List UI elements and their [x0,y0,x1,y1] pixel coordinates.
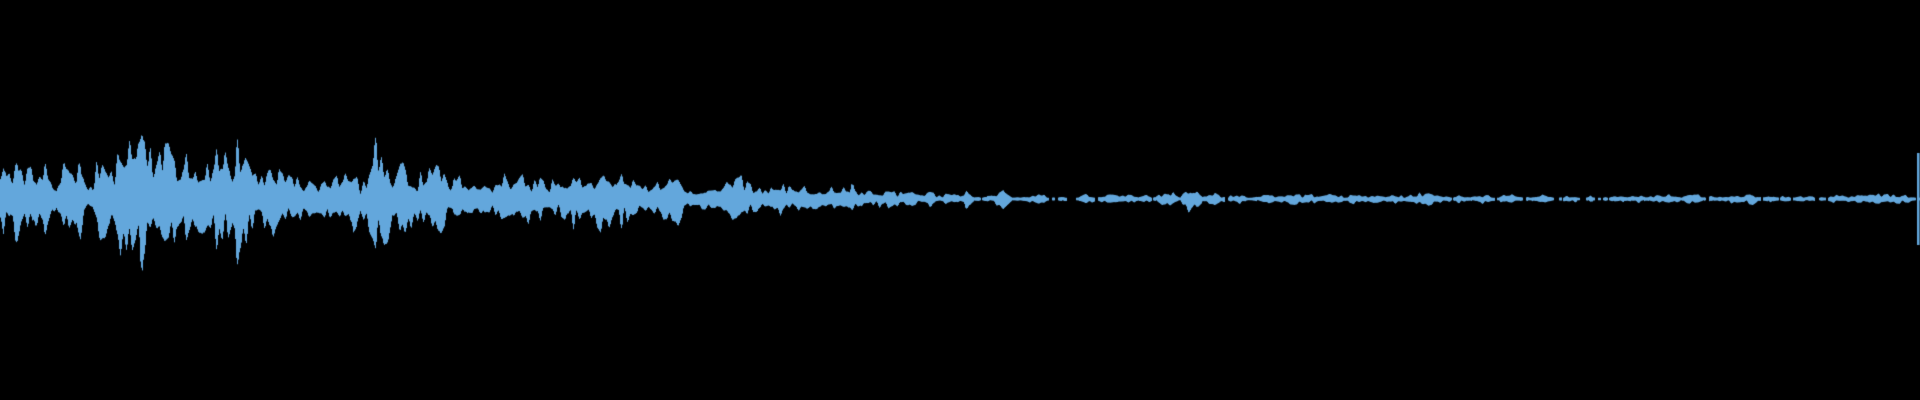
audio-waveform-panel [0,0,1920,400]
audio-waveform [0,0,1920,400]
screen: { "chart_data": { "type": "area", "subty… [0,0,1920,400]
